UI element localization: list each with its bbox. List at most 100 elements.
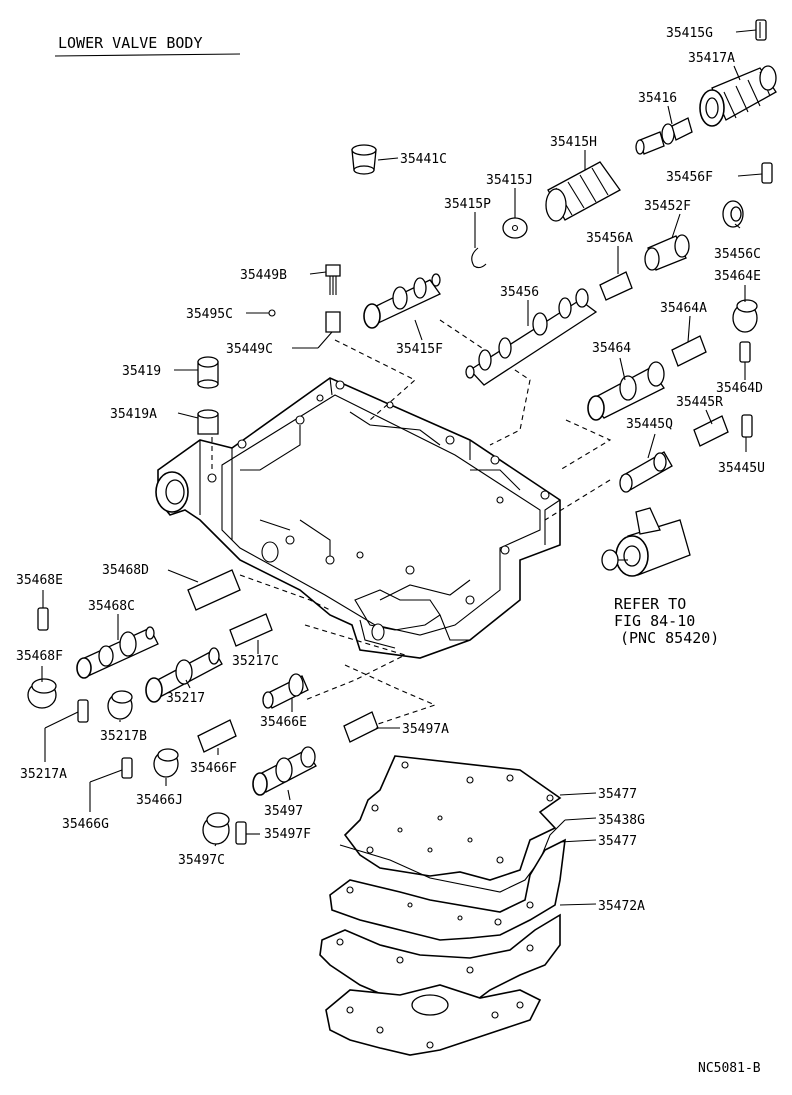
refer-note-line3: (PNC 85420): [620, 629, 719, 647]
callout-35419A: 35419A: [110, 407, 157, 422]
gasket-35472A: [319, 913, 561, 1011]
part-35445R-spring: [693, 415, 729, 447]
plate-35477-upper: [343, 755, 562, 881]
callout-35464E: 35464E: [714, 269, 761, 284]
callout-35468D: 35468D: [102, 563, 149, 578]
part-35217A: [77, 699, 89, 723]
callout-35477-lower: 35477: [598, 834, 637, 849]
callout-35415P: 35415P: [444, 197, 491, 212]
callout-35497C: 35497C: [178, 853, 225, 868]
part-35456-valve: [465, 288, 598, 386]
callout-35217B: 35217B: [100, 729, 147, 744]
part-35452F: [644, 234, 690, 271]
part-35419A-spring: [197, 409, 219, 435]
part-35497A-spring: [343, 711, 379, 743]
part-35449C-spring: [325, 311, 341, 333]
solenoid-reference-part: [601, 507, 691, 577]
callout-35464: 35464: [592, 341, 631, 356]
part-35445U: [741, 414, 753, 438]
part-35415G: [755, 19, 767, 41]
callout-35449B: 35449B: [240, 268, 287, 283]
callout-35468F: 35468F: [16, 649, 63, 664]
part-35466F-spring: [197, 719, 237, 753]
part-35466J: [153, 748, 179, 778]
callout-35477-upper: 35477: [598, 787, 637, 802]
callout-35217A: 35217A: [20, 767, 67, 782]
part-35456F: [761, 162, 773, 184]
lower-valve-body-casting: [155, 377, 561, 659]
part-35495C: [268, 309, 276, 317]
callout-35466J: 35466J: [136, 793, 183, 808]
callout-35217C: 35217C: [232, 654, 279, 669]
callout-35456F: 35456F: [666, 170, 713, 185]
callout-35445U: 35445U: [718, 461, 765, 476]
callout-35445R: 35445R: [676, 395, 723, 410]
diagram-title: LOWER VALVE BODY: [58, 34, 203, 52]
plate-35477-lower: [329, 838, 566, 941]
part-35464D: [739, 341, 751, 363]
part-35415P-clip: [471, 247, 487, 269]
callout-35497F: 35497F: [264, 827, 311, 842]
callout-35497: 35497: [264, 804, 303, 819]
part-35466E-valve: [262, 673, 309, 709]
callout-35466F: 35466F: [190, 761, 237, 776]
callout-35415H: 35415H: [550, 135, 597, 150]
part-35464E: [732, 299, 758, 333]
part-35468F: [27, 678, 57, 709]
part-35417A: [699, 65, 777, 127]
callout-35419: 35419: [122, 364, 161, 379]
callout-35415G: 35415G: [666, 26, 713, 41]
part-35464-valve: [587, 361, 665, 421]
callout-35415F: 35415F: [396, 342, 443, 357]
base-plate: [325, 984, 542, 1056]
part-35468D-spring: [187, 569, 241, 611]
refer-note-line1: REFER TO: [614, 595, 686, 613]
refer-note-line2: FIG 84-10: [614, 612, 695, 630]
part-callout-labels: 35415G 35417A 35416 35415H 35441C 35415J…: [16, 26, 765, 914]
gasket-35438G: [339, 819, 566, 893]
part-35456C: [722, 200, 744, 228]
callout-35449C: 35449C: [226, 342, 273, 357]
callout-35441C: 35441C: [400, 152, 447, 167]
callout-35416: 35416: [638, 91, 677, 106]
callout-35495C: 35495C: [186, 307, 233, 322]
figure-code: NC5081-B: [698, 1061, 761, 1076]
callout-35466G: 35466G: [62, 817, 109, 832]
callout-35217: 35217: [166, 691, 205, 706]
part-35468C-valve: [76, 626, 159, 679]
callout-35464A: 35464A: [660, 301, 707, 316]
part-35415H-spring: [545, 161, 621, 222]
part-35415J-washer: [502, 217, 528, 239]
part-35449B-bolt: [325, 264, 341, 295]
part-35217C-spring: [229, 613, 273, 647]
refer-note: REFER TO FIG 84-10 (PNC 85420): [614, 595, 719, 647]
callout-35468E: 35468E: [16, 573, 63, 588]
callout-35452F: 35452F: [644, 199, 691, 214]
callout-35497A: 35497A: [402, 722, 449, 737]
title-underline: [54, 53, 241, 57]
part-35497F: [235, 821, 247, 845]
callout-35466E: 35466E: [260, 715, 307, 730]
part-35415F-valve: [363, 273, 441, 329]
part-35441C: [351, 144, 377, 175]
part-35497-valve: [252, 746, 317, 796]
part-35419: [197, 356, 219, 389]
part-35468E: [37, 607, 49, 631]
part-35497C: [202, 812, 230, 845]
part-35217-valve: [145, 647, 223, 703]
callout-35417A: 35417A: [688, 51, 735, 66]
part-35456A-spring: [599, 271, 633, 301]
leader-lines: [41, 29, 763, 906]
callout-35456: 35456: [500, 285, 539, 300]
part-35464A-spring: [671, 335, 707, 367]
callout-35468C: 35468C: [88, 599, 135, 614]
callout-35415J: 35415J: [486, 173, 533, 188]
callout-35456C: 35456C: [714, 247, 761, 262]
callout-35456A: 35456A: [586, 231, 633, 246]
part-35416: [635, 117, 693, 155]
part-35466G: [121, 757, 133, 779]
callout-35472A: 35472A: [598, 899, 645, 914]
callout-35445Q: 35445Q: [626, 417, 673, 432]
